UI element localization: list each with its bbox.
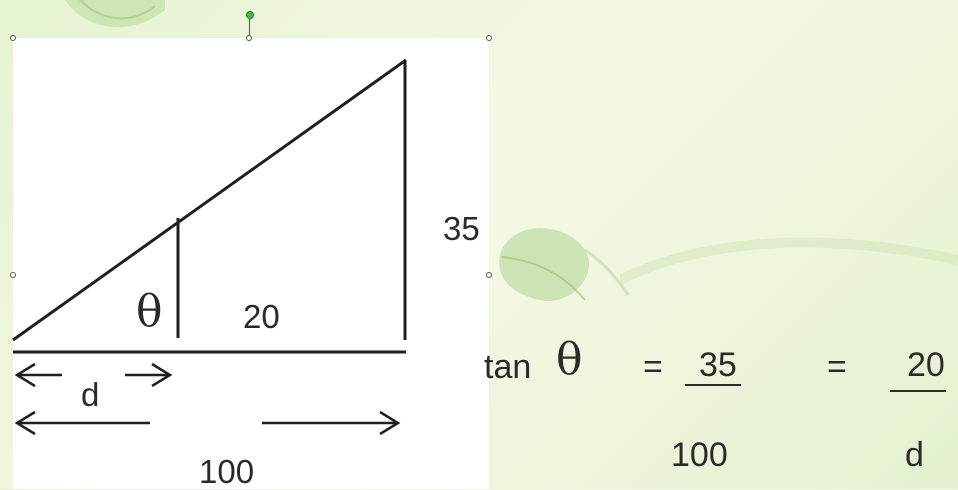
leaf-decoration-middle xyxy=(499,228,630,301)
equation-equals-1: = xyxy=(643,348,663,386)
rotation-handle-stem xyxy=(249,19,250,35)
fraction-1-numerator: 35 xyxy=(699,346,737,384)
triangle-diagram-picture[interactable] xyxy=(13,38,489,489)
resize-handle-middle-left[interactable] xyxy=(10,272,16,278)
side-20-label: 20 xyxy=(243,298,280,335)
base-arrow-left-icon xyxy=(14,410,150,436)
leaf-decoration-top xyxy=(65,0,165,28)
base-100-label: 100 xyxy=(199,453,255,490)
fraction-2-numerator: 20 xyxy=(907,346,945,384)
equation-theta: θ xyxy=(556,334,583,385)
side-35-label: 35 xyxy=(443,210,480,247)
hypotenuse-line xyxy=(12,58,407,342)
fraction-1-denominator: 100 xyxy=(671,436,728,474)
d-arrow-left-icon xyxy=(14,362,62,388)
d-arrow-right-icon xyxy=(125,362,173,388)
base-arrow-right-icon xyxy=(262,410,401,436)
fraction-1-bar xyxy=(685,384,741,386)
equation-tan: tan xyxy=(484,348,532,386)
fraction-2-denominator: d xyxy=(905,436,924,474)
leaf-decoration-right xyxy=(620,237,958,285)
d-label: d xyxy=(81,376,100,413)
equation-equals-2: = xyxy=(827,348,847,386)
rotation-handle[interactable] xyxy=(246,11,254,19)
fraction-2-bar xyxy=(890,390,946,392)
resize-handle-top-center[interactable] xyxy=(246,35,252,41)
resize-handle-top-right[interactable] xyxy=(486,35,492,41)
theta-label: θ xyxy=(136,286,163,337)
resize-handle-top-left[interactable] xyxy=(10,35,16,41)
resize-handle-middle-right[interactable] xyxy=(486,272,492,278)
